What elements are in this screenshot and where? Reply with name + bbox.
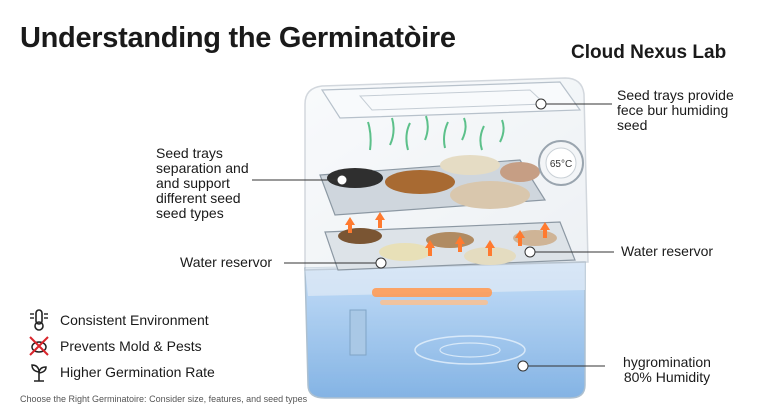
sprout-icon [26,359,52,385]
feature-label: Consistent Environment [60,312,209,328]
callout-water-reservoir-left: Water reservor [180,254,273,270]
water-chamber [304,261,586,399]
footer-note: Choose the Right Germinatoire: Consider … [20,394,308,404]
callout-seed-trays-top: Seed trays provide fece bur humiding see… [617,87,734,133]
heating-element [372,288,492,305]
feature-label: Higher Germination Rate [60,364,215,380]
callout-lines [252,98,614,372]
sprouts [367,115,505,151]
thermometer-icon [26,307,52,333]
callout-seed-trays-left: Seed trays separation and and support di… [156,145,249,221]
feature-label: Prevents Mold & Pests [60,338,202,354]
gauge-value: 65°C [550,159,572,170]
callout-humidity: hygromination 80% Humidity [623,354,711,385]
page-title: Understanding the Germinatòire [20,22,456,54]
feature-consistent-environment: Consistent Environment [26,307,209,333]
upper-seed-tray [319,155,547,216]
no-pests-icon [26,333,52,359]
airflow-arrows [345,212,550,256]
callout-water-reservoir-right: Water reservor [621,243,714,259]
feature-prevents-mold: Prevents Mold & Pests [26,333,202,359]
temperature-gauge: 65°C [538,140,584,186]
brand-name: Cloud Nexus Lab [571,42,727,63]
feature-higher-germination: Higher Germination Rate [26,359,215,385]
